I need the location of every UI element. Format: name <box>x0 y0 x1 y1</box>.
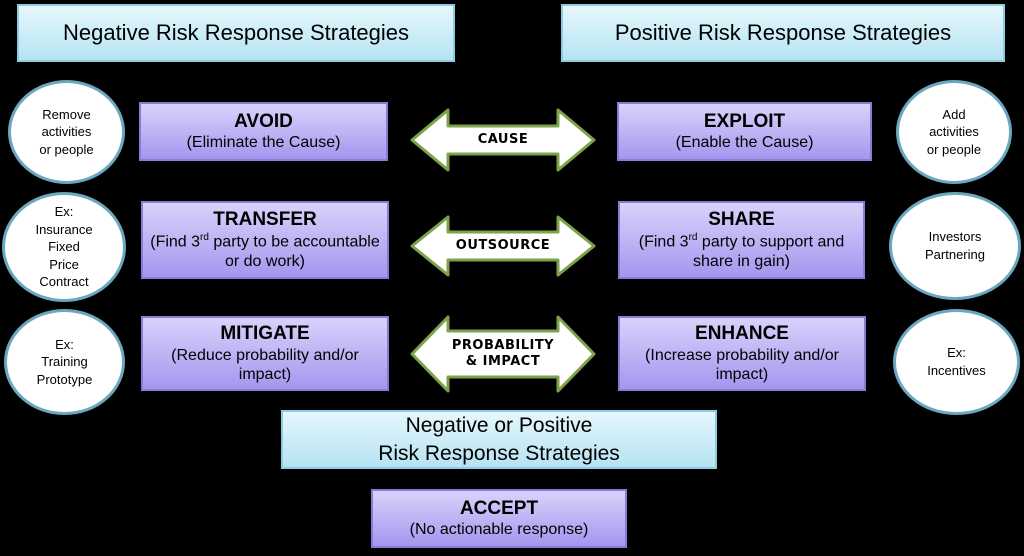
mitigate-example-circle: Ex: Training Prototype <box>4 309 125 415</box>
double-arrow-icon <box>410 215 596 277</box>
accept-description: (No actionable response) <box>409 521 589 539</box>
avoid-title: AVOID <box>234 110 293 132</box>
double-arrow-icon <box>410 315 596 393</box>
positive-strategies-header: Positive Risk Response Strategies <box>561 4 1005 62</box>
exploit-example-circle: Add activities or people <box>896 80 1012 184</box>
double-arrow-icon <box>410 108 596 172</box>
share-description: (Find 3rd party to support and share in … <box>638 232 845 270</box>
negative-strategies-header: Negative Risk Response Strategies <box>17 4 455 62</box>
transfer-description: (Find 3rd party to be accountable or do … <box>150 232 380 270</box>
transfer-box: TRANSFER (Find 3rd party to be accountab… <box>141 201 389 279</box>
enhance-box: ENHANCE (Increase probability and/or imp… <box>618 316 866 391</box>
probability-impact-arrow: PROBABILITY & IMPACT <box>410 315 596 393</box>
mitigate-box: MITIGATE (Reduce probability and/or impa… <box>141 316 389 391</box>
exploit-title: EXPLOIT <box>703 110 786 132</box>
enhance-example-text: Ex: Incentives <box>927 345 986 378</box>
avoid-example-text: Remove activities or people <box>39 106 94 157</box>
enhance-example-circle: Ex: Incentives <box>893 309 1020 415</box>
enhance-title: ENHANCE <box>695 322 789 344</box>
cause-arrow: CAUSE <box>410 108 596 172</box>
accept-title: ACCEPT <box>459 497 539 519</box>
transfer-example-circle: Ex: Insurance Fixed Price Contract <box>2 192 126 302</box>
positive-strategies-header-text: Positive Risk Response Strategies <box>614 20 952 45</box>
mitigate-example-text: Ex: Training Prototype <box>36 336 93 387</box>
outsource-label: OUTSOURCE <box>455 237 551 253</box>
transfer-example-text: Ex: Insurance Fixed Price Contract <box>35 204 93 290</box>
probability-impact-label: PROBABILITY & IMPACT <box>451 337 555 369</box>
negative-strategies-header-text: Negative Risk Response Strategies <box>62 20 410 45</box>
exploit-box: EXPLOIT (Enable the Cause) <box>617 102 872 161</box>
avoid-description: (Eliminate the Cause) <box>186 134 341 152</box>
exploit-description: (Enable the Cause) <box>675 134 814 152</box>
negative-or-positive-header: Negative or Positive Risk Response Strat… <box>281 410 717 469</box>
exploit-example-text: Add activities or people <box>926 106 982 157</box>
cause-label: CAUSE <box>477 131 529 147</box>
avoid-example-circle: Remove activities or people <box>8 80 125 184</box>
enhance-description: (Increase probability and/or impact) <box>645 346 839 383</box>
share-example-circle: Investors Partnering <box>889 192 1021 300</box>
transfer-title: TRANSFER <box>213 209 317 231</box>
outsource-arrow: OUTSOURCE <box>410 215 596 277</box>
negative-or-positive-line2: Risk Response Strategies <box>378 441 620 465</box>
negative-or-positive-line1: Negative or Positive <box>405 414 593 438</box>
avoid-box: AVOID (Eliminate the Cause) <box>139 102 388 161</box>
share-box: SHARE (Find 3rd party to support and sha… <box>618 201 865 279</box>
mitigate-title: MITIGATE <box>220 322 310 344</box>
mitigate-description: (Reduce probability and/or impact) <box>171 346 359 383</box>
accept-box: ACCEPT (No actionable response) <box>371 489 627 548</box>
share-title: SHARE <box>708 209 775 231</box>
share-example-text: Investors Partnering <box>925 229 985 262</box>
